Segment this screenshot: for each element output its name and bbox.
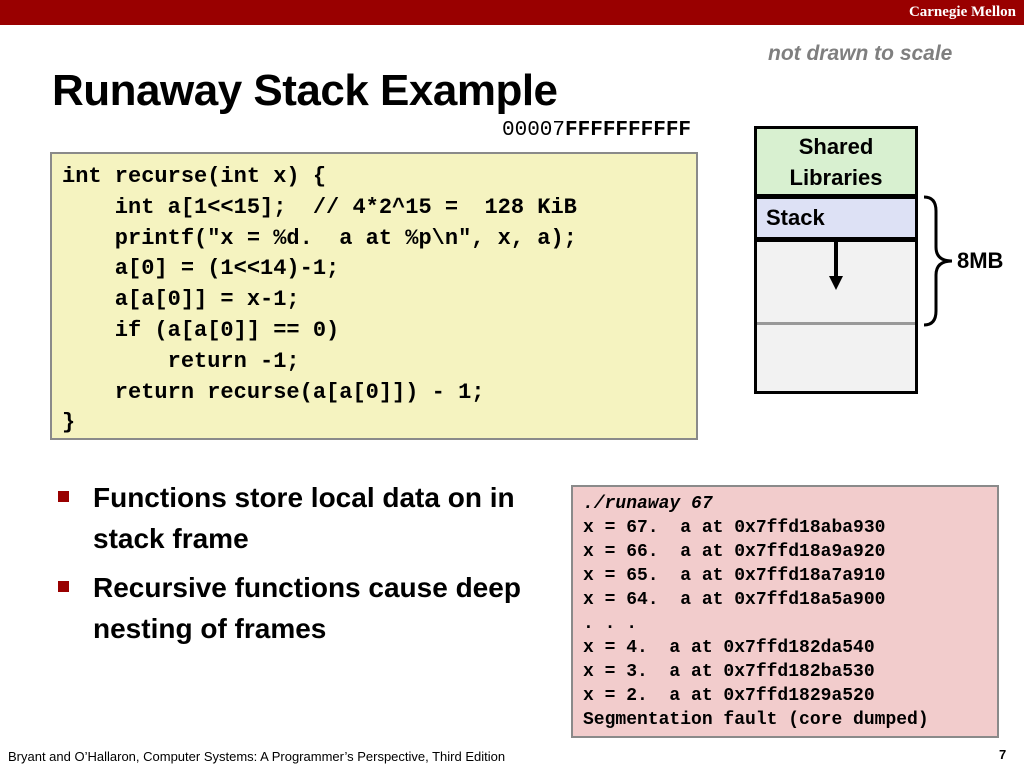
- terminal-output: ./runaway 67 x = 67. a at 0x7ffd18aba930…: [571, 485, 999, 738]
- header-bar: Carnegie Mellon: [0, 0, 1024, 25]
- bullet-item: Recursive functions cause deep nesting o…: [56, 567, 556, 649]
- stack-label: Stack: [766, 205, 825, 230]
- address-prefix: 00007: [502, 119, 566, 142]
- memory-shared-libraries: Shared Libraries: [754, 126, 918, 197]
- code-listing: int recurse(int x) { int a[1<<15]; // 4*…: [50, 152, 698, 440]
- organization-name: Carnegie Mellon: [908, 4, 1016, 20]
- square-bullet-icon: [58, 491, 69, 502]
- terminal-lines: x = 67. a at 0x7ffd18aba930 x = 66. a at…: [583, 518, 929, 730]
- square-bullet-icon: [58, 581, 69, 592]
- scale-note: not drawn to scale: [768, 42, 953, 65]
- footer-citation: Bryant and O’Hallaron, Computer Systems:…: [8, 749, 506, 764]
- code-text: int recurse(int x) { int a[1<<15]; // 4*…: [62, 164, 577, 436]
- bullet-item: Functions store local data on in stack f…: [56, 477, 556, 559]
- memory-stack: Stack: [754, 196, 918, 240]
- memory-divider: [757, 322, 915, 325]
- bullet-text: Functions store local data on in stack f…: [93, 482, 515, 554]
- arrow-down-icon: [834, 240, 838, 278]
- terminal-text: ./runaway 67 x = 67. a at 0x7ffd18aba930…: [573, 487, 997, 732]
- slide-title: Runaway Stack Example: [52, 66, 558, 115]
- brace-path: [923, 195, 953, 327]
- stack-size-label: 8MB: [957, 248, 1004, 273]
- arrow-down-icon-head: [829, 276, 843, 290]
- shared-libraries-line2: Libraries: [789, 164, 883, 190]
- bullet-text: Recursive functions cause deep nesting o…: [93, 572, 521, 644]
- page-number: 7: [999, 747, 1007, 762]
- right-brace-icon: [923, 195, 953, 327]
- shared-libraries-line1: Shared: [798, 133, 874, 159]
- terminal-command: ./runaway 67: [583, 494, 713, 514]
- top-address: 00007FFFFFFFFFF: [502, 119, 691, 142]
- bullet-list: Functions store local data on in stack f…: [56, 477, 556, 657]
- address-suffix: FFFFFFFFFF: [565, 119, 692, 142]
